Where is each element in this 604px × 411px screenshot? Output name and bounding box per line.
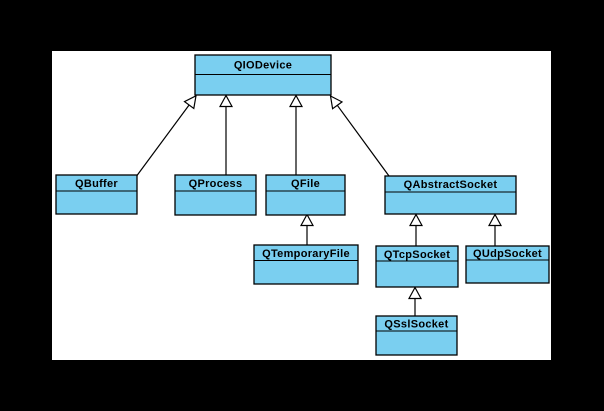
class-qtemporaryfile: QTemporaryFile [253, 244, 359, 285]
class-name-label: QFile [291, 178, 320, 190]
class-box [384, 175, 517, 215]
inheritance-arrowhead [407, 286, 423, 300]
class-name-label: QTemporaryFile [262, 248, 350, 260]
arrow-line [336, 104, 390, 177]
inheritance-arrow-qsslsocket-to-qtcpsocket [407, 286, 423, 316]
inheritance-arrowhead [408, 213, 424, 227]
class-box [253, 244, 359, 285]
class-name-label: QTcpSocket [384, 249, 450, 261]
inheritance-arrowhead [329, 94, 344, 110]
inheritance-arrowhead [288, 94, 304, 108]
inheritance-arrowhead [183, 94, 197, 110]
class-box [55, 174, 138, 215]
class-name-label: QProcess [189, 178, 243, 190]
inheritance-arrow-qtemporaryfile-to-qfile [299, 213, 315, 245]
inheritance-arrow-qudpsocket-to-qabstractsocket [487, 213, 503, 246]
class-name-label: QSslSocket [384, 319, 448, 331]
arrow-line [136, 104, 190, 176]
class-box [174, 174, 257, 216]
class-qudpsocket: QUdpSocket [465, 245, 550, 284]
class-qiodevice: QIODevice [194, 54, 332, 96]
class-name-label: QUdpSocket [473, 248, 542, 260]
class-qtcpsocket: QTcpSocket [375, 245, 459, 288]
inheritance-arrow-qfile-to-qiodevice [288, 94, 304, 175]
inheritance-arrowhead [487, 213, 503, 227]
class-qabstractsocket: QAbstractSocket [384, 175, 517, 215]
inheritance-arrow-qtcpsocket-to-qabstractsocket [408, 213, 424, 246]
class-box [265, 174, 346, 216]
class-box [375, 315, 458, 356]
class-name-label: QAbstractSocket [404, 179, 498, 191]
class-box [375, 245, 459, 288]
class-name-label: QBuffer [75, 178, 118, 190]
inheritance-arrowhead [218, 94, 234, 108]
inheritance-arrow-qbuffer-to-qiodevice [136, 94, 197, 176]
inheritance-arrow-qprocess-to-qiodevice [218, 94, 234, 175]
inheritance-arrow-qabstractsocket-to-qiodevice [329, 94, 390, 177]
class-qbuffer: QBuffer [55, 174, 138, 215]
inheritance-arrowhead [299, 213, 315, 227]
class-box [465, 245, 550, 284]
class-qprocess: QProcess [174, 174, 257, 216]
class-name-label: QIODevice [234, 60, 292, 72]
class-qfile: QFile [265, 174, 346, 216]
class-qsslsocket: QSslSocket [375, 315, 458, 356]
